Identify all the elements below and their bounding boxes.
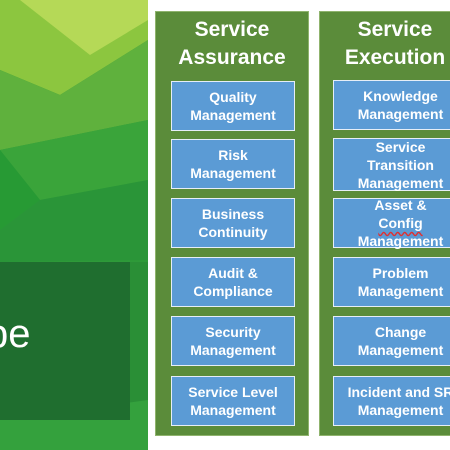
column-title: Service Execution: [344, 18, 446, 69]
box-audit-compliance: Audit &Compliance: [171, 257, 295, 307]
column-title: Service Assurance: [178, 18, 286, 69]
background-graphic: pe: [0, 0, 148, 450]
dark-title-box: [0, 262, 130, 420]
partial-title-text: pe: [0, 312, 31, 356]
